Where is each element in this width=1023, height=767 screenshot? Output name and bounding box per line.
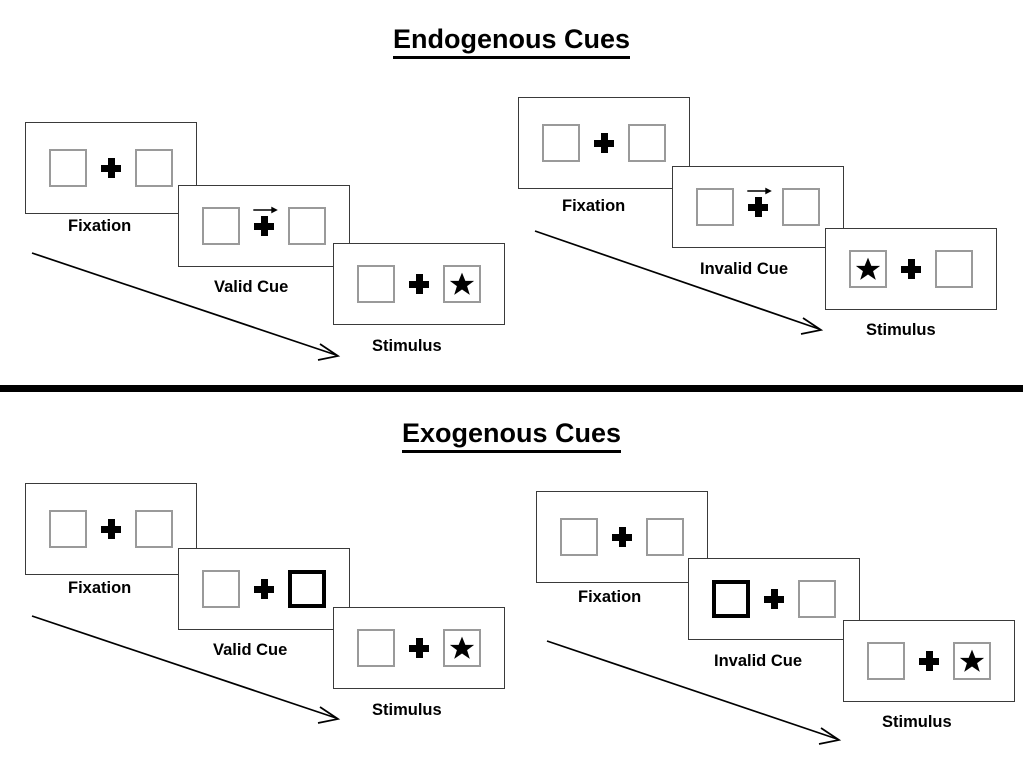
fixation-cross-icon xyxy=(254,216,274,236)
fixation-cross-icon xyxy=(254,579,274,599)
center-column xyxy=(747,187,772,226)
target-box-right xyxy=(443,629,481,667)
placeholder-box-right xyxy=(135,149,173,187)
caption-endogenous-invalid-fixation: Fixation xyxy=(562,197,626,215)
fixation-cross-icon xyxy=(748,197,768,217)
target-box-left xyxy=(849,250,887,288)
section-title-exogenous: Exogenous Cues xyxy=(0,418,1023,453)
frame-content xyxy=(49,149,173,187)
arrow-right-icon xyxy=(253,206,278,214)
caption-exogenous-valid-stimulus: Stimulus xyxy=(372,701,442,719)
frame-endogenous-invalid-fixation xyxy=(518,97,690,189)
frame-exogenous-invalid-cue xyxy=(688,558,860,640)
section-title-endogenous: Endogenous Cues xyxy=(0,24,1023,59)
frame-content xyxy=(867,642,991,680)
center-column xyxy=(254,570,274,608)
placeholder-box-left xyxy=(542,124,580,162)
fixation-cross-icon xyxy=(919,651,939,671)
placeholder-box-right xyxy=(288,207,326,245)
caption-endogenous-valid-cue: Valid Cue xyxy=(214,278,289,296)
cued-box-right xyxy=(288,570,326,608)
fixation-cross-icon xyxy=(612,527,632,547)
frame-endogenous-invalid-stimulus xyxy=(825,228,997,310)
caption-exogenous-invalid-stimulus: Stimulus xyxy=(882,713,952,731)
placeholder-box-left xyxy=(357,629,395,667)
time-flow-arrow-icon xyxy=(534,230,824,335)
frame-content xyxy=(357,265,481,303)
placeholder-box-left xyxy=(696,188,734,226)
frame-content xyxy=(849,250,973,288)
center-column xyxy=(612,518,632,556)
center-column xyxy=(409,629,429,667)
frame-endogenous-valid-stimulus xyxy=(333,243,505,325)
star-icon xyxy=(449,636,475,659)
time-flow-arrow-icon xyxy=(31,252,341,361)
fixation-cross-icon xyxy=(101,158,121,178)
frame-exogenous-valid-stimulus xyxy=(333,607,505,689)
arrow-right-icon xyxy=(747,187,772,195)
center-column xyxy=(764,580,784,618)
frame-content xyxy=(202,570,326,608)
frame-exogenous-invalid-stimulus xyxy=(843,620,1015,702)
placeholder-box-right xyxy=(798,580,836,618)
frame-content xyxy=(712,580,836,618)
caption-exogenous-valid-fixation: Fixation xyxy=(68,579,132,597)
frame-exogenous-valid-cue xyxy=(178,548,350,630)
caption-endogenous-valid-stimulus: Stimulus xyxy=(372,337,442,355)
caption-endogenous-invalid-stimulus: Stimulus xyxy=(866,321,936,339)
fixation-cross-icon xyxy=(409,274,429,294)
center-column xyxy=(594,124,614,162)
frame-content xyxy=(49,510,173,548)
caption-exogenous-invalid-cue: Invalid Cue xyxy=(714,652,803,670)
frame-endogenous-invalid-cue xyxy=(672,166,844,248)
star-icon xyxy=(449,272,475,295)
placeholder-box-right xyxy=(135,510,173,548)
placeholder-box-left xyxy=(867,642,905,680)
caption-exogenous-valid-cue: Valid Cue xyxy=(213,641,288,659)
star-icon xyxy=(959,649,985,672)
frame-content xyxy=(696,187,820,226)
frame-exogenous-invalid-fixation xyxy=(536,491,708,583)
center-column xyxy=(901,250,921,288)
placeholder-box-left xyxy=(49,149,87,187)
frame-content xyxy=(357,629,481,667)
placeholder-box-left xyxy=(560,518,598,556)
frame-endogenous-valid-cue xyxy=(178,185,350,267)
center-column xyxy=(101,149,121,187)
placeholder-box-right xyxy=(628,124,666,162)
center-column xyxy=(253,206,278,245)
center-column xyxy=(101,510,121,548)
section-title-exogenous-text: Exogenous Cues xyxy=(401,418,622,453)
fixation-cross-icon xyxy=(764,589,784,609)
placeholder-box-right xyxy=(935,250,973,288)
fixation-cross-icon xyxy=(594,133,614,153)
time-flow-arrow-icon xyxy=(546,640,842,745)
caption-endogenous-valid-fixation: Fixation xyxy=(68,217,132,235)
placeholder-box-right xyxy=(646,518,684,556)
caption-endogenous-invalid-cue: Invalid Cue xyxy=(700,260,789,278)
placeholder-box-right xyxy=(782,188,820,226)
section-title-endogenous-text: Endogenous Cues xyxy=(392,24,630,59)
placeholder-box-left xyxy=(202,570,240,608)
frame-exogenous-valid-fixation xyxy=(25,483,197,575)
star-icon xyxy=(855,257,881,280)
frame-content xyxy=(542,124,666,162)
center-column xyxy=(409,265,429,303)
frame-endogenous-valid-fixation xyxy=(25,122,197,214)
fixation-cross-icon xyxy=(101,519,121,539)
center-column xyxy=(919,642,939,680)
cued-box-left xyxy=(712,580,750,618)
target-box-right xyxy=(443,265,481,303)
frame-content xyxy=(202,206,326,245)
time-flow-arrow-icon xyxy=(31,615,341,724)
fixation-cross-icon xyxy=(901,259,921,279)
section-divider xyxy=(0,385,1023,392)
placeholder-box-left xyxy=(202,207,240,245)
placeholder-box-left xyxy=(357,265,395,303)
target-box-right xyxy=(953,642,991,680)
placeholder-box-left xyxy=(49,510,87,548)
fixation-cross-icon xyxy=(409,638,429,658)
caption-exogenous-invalid-fixation: Fixation xyxy=(578,588,642,606)
frame-content xyxy=(560,518,684,556)
